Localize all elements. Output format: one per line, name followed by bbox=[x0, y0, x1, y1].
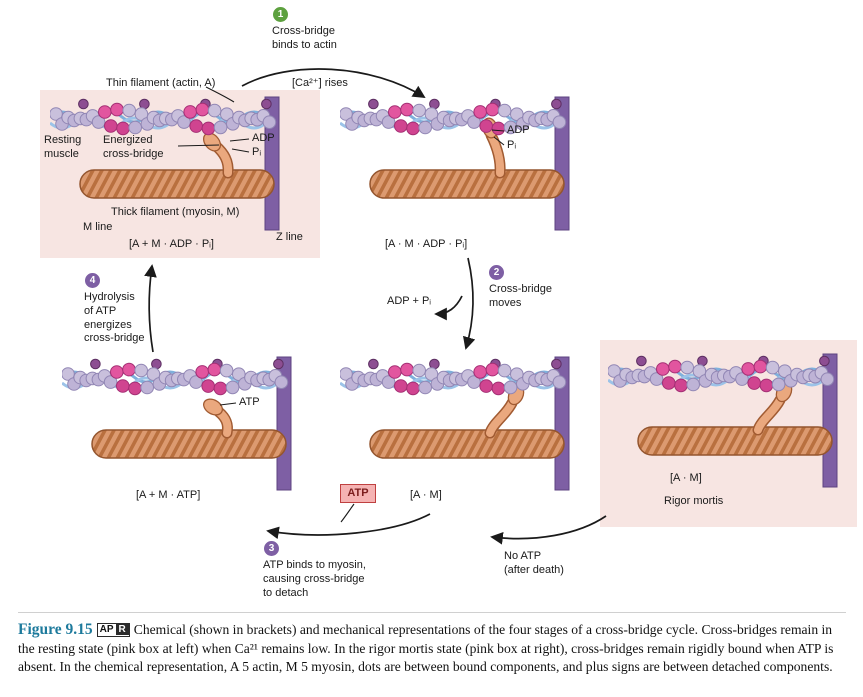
pi-label-bound: Pᵢ bbox=[507, 139, 517, 151]
figure-number: Figure 9.15 bbox=[18, 621, 93, 638]
illustration-resting-muscle bbox=[49, 95, 300, 235]
formula-atp-bound: [A + M · ATP] bbox=[136, 489, 201, 501]
thin-filament-label: Thin filament (actin, A) bbox=[106, 77, 216, 89]
apr-badge-ap: AP bbox=[99, 624, 114, 635]
arrow-step3-left bbox=[266, 513, 431, 540]
step-1-label: Cross-bridge binds to actin bbox=[272, 25, 337, 51]
thick-filament-label: Thick filament (myosin, M) bbox=[111, 206, 240, 218]
step-3-badge: 3 bbox=[264, 541, 279, 556]
formula-resting: [A + M · ADP · Pᵢ] bbox=[129, 238, 214, 250]
pi-label-resting: Pᵢ bbox=[252, 146, 262, 158]
atp-box-connector-line bbox=[340, 503, 355, 523]
formula-moved: [A · M] bbox=[410, 489, 442, 501]
atp-label-detached: ATP bbox=[239, 396, 260, 408]
z-line-label: Z line bbox=[276, 231, 303, 243]
step-3-label: ATP binds to myosin, causing cross-bridg… bbox=[263, 559, 366, 599]
illustration-rigor-mortis bbox=[607, 352, 858, 492]
no-atp-label: No ATP (after death) bbox=[504, 550, 564, 576]
calcium-rises-label: [Ca²⁺] rises bbox=[292, 77, 348, 89]
arrow-no-atp bbox=[490, 515, 607, 545]
atp-highlight-box: ATP bbox=[340, 484, 376, 503]
adp-label-bound: ADP bbox=[507, 124, 530, 136]
resting-muscle-label: Resting muscle bbox=[44, 134, 82, 160]
step-2-badge: 2 bbox=[489, 265, 504, 280]
formula-bound: [A · M · ADP · Pᵢ] bbox=[385, 238, 468, 250]
m-line-label: M line bbox=[83, 221, 113, 233]
step-2-label: Cross-bridge moves bbox=[489, 283, 552, 309]
step-1-badge: 1 bbox=[273, 7, 288, 22]
arrow-step2-down bbox=[463, 257, 476, 350]
caption-text: Chemical (shown in brackets) and mechani… bbox=[18, 622, 834, 675]
illustration-crossbridge-bound bbox=[339, 95, 590, 235]
illustration-crossbridge-moved bbox=[339, 355, 590, 495]
adp-label-resting: ADP bbox=[252, 132, 275, 144]
arrow-adp-pi-release bbox=[434, 295, 463, 321]
formula-rigor: [A · M] bbox=[670, 472, 702, 484]
illustration-atp-bound bbox=[61, 355, 312, 495]
adp-pi-release-label: ADP + Pᵢ bbox=[387, 295, 432, 307]
step-4-badge: 4 bbox=[85, 273, 100, 288]
apr-badge-r: R bbox=[115, 624, 129, 635]
rigor-mortis-label: Rigor mortis bbox=[664, 495, 724, 507]
step-4-label: Hydrolysis of ATP energizes cross-bridge bbox=[84, 291, 145, 345]
energized-crossbridge-label: Energized cross-bridge bbox=[103, 134, 164, 160]
